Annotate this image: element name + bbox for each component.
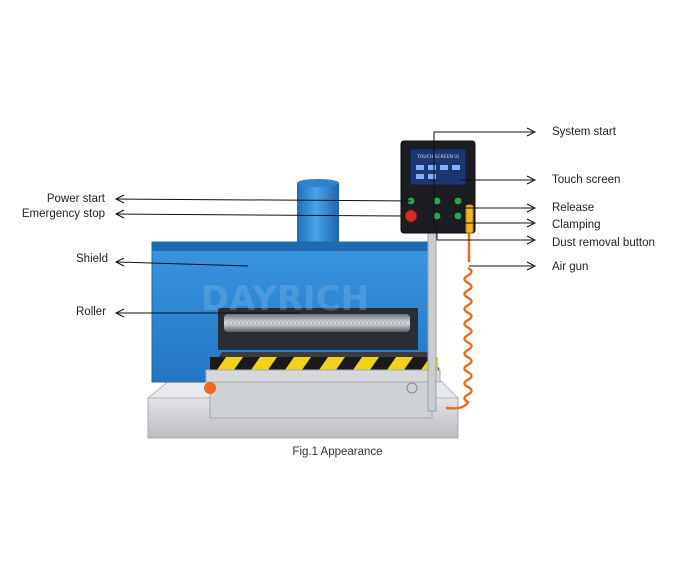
screen-key [416, 174, 424, 179]
arrowhead-emergency-stop [114, 209, 125, 219]
arrowhead-clamping [526, 218, 537, 228]
label-air-gun: Air gun [552, 261, 589, 273]
figure-caption: Fig.1 Appearance [292, 446, 383, 458]
label-shield: Shield [76, 253, 108, 265]
label-clamping: Clamping [552, 219, 601, 231]
arrowhead-roller [114, 308, 125, 318]
screen-key [416, 165, 424, 170]
screen-key [440, 165, 448, 170]
base-platform [146, 377, 460, 439]
screen-key [452, 165, 460, 170]
label-power-start: Power start [46, 193, 105, 205]
exhaust-pipe [297, 179, 339, 253]
label-dust-removal: Dust removal button [552, 237, 655, 249]
feed-tray [204, 352, 441, 394]
arrow-power-start [116, 198, 412, 202]
label-touch-screen: Touch screen [552, 174, 621, 186]
arrow-system-start [433, 131, 533, 231]
arrowhead-touch-screen [526, 175, 537, 185]
air-gun [445, 204, 474, 410]
screen-key [428, 174, 436, 179]
emergency-stop-button[interactable] [404, 209, 418, 223]
watermark-text: DAYRICH [201, 279, 369, 319]
control-panel: TOUCH SCREEN UI [400, 140, 476, 234]
callout-arrows [114, 127, 537, 318]
arrow-dust-removal [436, 222, 533, 241]
label-release: Release [552, 202, 595, 214]
air-hose [445, 266, 473, 410]
clamping-button[interactable] [454, 212, 462, 220]
arrowhead-air-gun [526, 261, 537, 271]
system-start-button[interactable] [433, 197, 441, 205]
arrow-emergency-stop [116, 213, 406, 217]
screen-key [428, 165, 436, 170]
arrowhead-shield [114, 257, 125, 267]
control-pole [427, 225, 437, 412]
roller [224, 314, 410, 332]
arrowhead-dust-removal [526, 235, 537, 245]
label-system-start: System start [552, 126, 616, 138]
arrowhead-release [526, 203, 537, 213]
arrow-shield [116, 261, 249, 267]
label-roller: Roller [76, 306, 107, 318]
touch-screen-text: TOUCH SCREEN UI [416, 154, 459, 160]
arrowhead-power-start [114, 194, 125, 204]
dust-removal-button[interactable] [433, 212, 441, 220]
label-emergency-stop: Emergency stop [21, 208, 105, 220]
release-button[interactable] [454, 197, 462, 205]
arrowhead-system-start [526, 127, 537, 137]
